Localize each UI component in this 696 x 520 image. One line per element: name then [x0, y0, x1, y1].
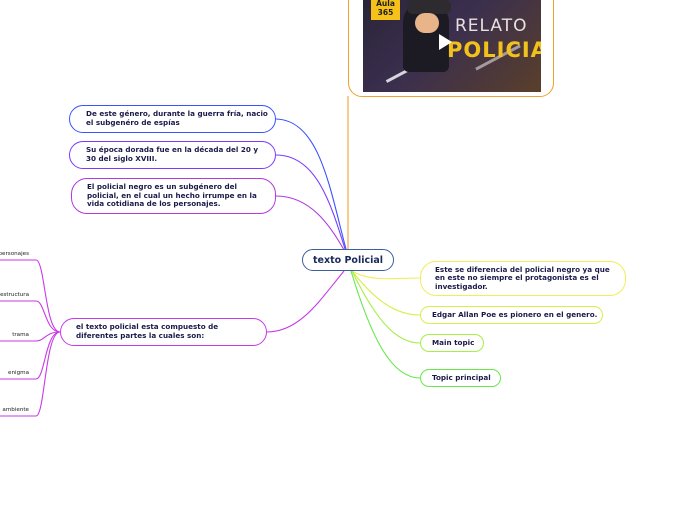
topic-line: Topic principal — [432, 372, 491, 382]
topic-line: policial, en el cual un hecho irrumpe en… — [87, 190, 257, 200]
part-personajes[interactable]: personajes — [0, 251, 29, 257]
link-part-ambiente — [0, 331, 61, 417]
topic-line: El policial negro es un subgénero del — [87, 182, 237, 192]
part-estructura[interactable]: estructura — [0, 292, 29, 298]
topic-principal[interactable]: Topic principal — [420, 369, 501, 387]
thumbnail-title-policial: POLICIAL — [447, 38, 541, 62]
link-negro — [275, 195, 345, 251]
topic-line: Este se diferencia del policial negro ya… — [435, 264, 610, 274]
thumbnail-title-relato: RELATO — [455, 16, 528, 36]
face-icon — [415, 13, 439, 33]
topic-line: 30 del siglo XVIII. — [86, 154, 158, 163]
part-trama[interactable]: trama — [12, 332, 29, 338]
part-ambiente[interactable]: ambiente — [2, 407, 29, 413]
topic-line: vida cotidiana de los personajes. — [87, 199, 221, 209]
topic-espias[interactable]: De este género, durante la guerra fría, … — [69, 105, 276, 133]
link-part-personajes — [0, 259, 61, 333]
link-principal — [350, 270, 421, 379]
topic-line: De este género, durante la guerra fría, … — [86, 109, 268, 119]
topic-line: Su época dorada fue en la década del 20 … — [86, 145, 259, 155]
play-icon[interactable] — [439, 34, 452, 50]
link-poe — [351, 270, 421, 316]
topic-line: diferentes partes la cuales son: — [76, 331, 205, 340]
hat-icon — [407, 0, 451, 14]
link-part-trama — [0, 331, 61, 342]
topic-epoca-dorada[interactable]: Su época dorada fue en la década del 20 … — [69, 141, 276, 169]
part-enigma[interactable]: enigma — [8, 370, 29, 376]
topic-line: el subgenéro de espías — [86, 118, 180, 127]
link-partes — [266, 270, 345, 333]
link-main — [351, 270, 421, 344]
topic-main-topic[interactable]: Main topic — [420, 334, 484, 352]
link-diferencia — [351, 270, 421, 280]
topic-edgar-allan-poe[interactable]: Edgar Allan Poe es pionero en el genero. — [420, 306, 603, 324]
central-topic[interactable]: texto Policial — [302, 249, 394, 271]
topic-diferencia[interactable]: Este se diferencia del policial negro ya… — [420, 261, 626, 296]
topic-line: Main topic — [432, 337, 475, 347]
topic-line: Edgar Allan Poe es pionero en el genero. — [432, 309, 598, 319]
topic-line: el texto policial esta compuesto de — [76, 322, 219, 332]
topic-line: en este no siempre el protagonista es el — [435, 273, 599, 283]
link-epoca — [275, 154, 346, 250]
link-part-enigma — [0, 331, 61, 380]
topic-line: investigador. — [435, 281, 488, 291]
link-espias — [275, 118, 347, 250]
link-part-estructura — [0, 300, 61, 333]
